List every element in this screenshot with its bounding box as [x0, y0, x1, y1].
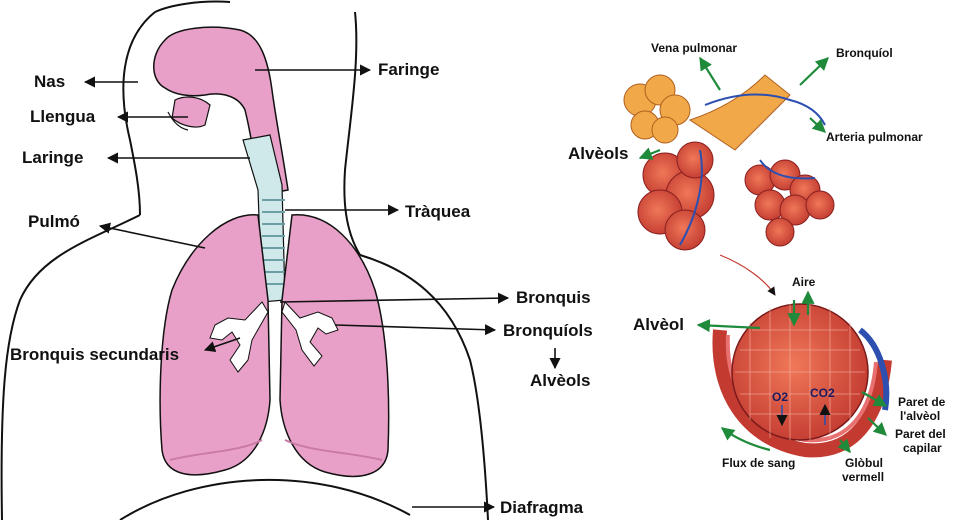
label-pulmo: Pulmó [28, 213, 80, 230]
alveolus-detail [719, 304, 886, 450]
label-bronquis: Bronquis [516, 289, 591, 306]
label-globul-1: Glòbul [845, 457, 883, 469]
label-nas: Nas [34, 73, 65, 90]
label-paret-capilar-1: Paret del [895, 428, 946, 440]
label-paret-alveol-2: l'alvèol [900, 410, 940, 422]
arrow-vena [700, 58, 720, 90]
alveoli-cluster [624, 75, 834, 295]
label-arteria-pulmonar: Arteria pulmonar [826, 131, 923, 143]
label-co2: CO2 [810, 387, 835, 399]
label-faringe: Faringe [378, 61, 439, 78]
label-aire: Aire [792, 276, 815, 288]
label-bronquiol: Bronquíol [836, 47, 893, 59]
label-alveols: Alvèols [530, 372, 590, 389]
arrow-bronquiol [800, 58, 828, 85]
label-traquea: Tràquea [405, 203, 470, 220]
label-vena-pulmonar: Vena pulmonar [651, 42, 737, 54]
lung-right [280, 215, 389, 477]
label-globul-2: vermell [842, 471, 884, 483]
label-alveols-top: Alvèols [568, 145, 628, 162]
arrow-pulmo [100, 226, 205, 248]
label-alveol: Alvèol [633, 316, 684, 333]
label-paret-capilar-2: capilar [903, 442, 942, 454]
label-o2: O2 [772, 391, 788, 403]
label-laringe: Laringe [22, 149, 83, 166]
label-bronquis-secundaris: Bronquis secundaris [10, 346, 179, 363]
label-bronquiols: Bronquíols [503, 322, 593, 339]
label-paret-alveol-1: Paret de [898, 396, 945, 408]
label-diafragma: Diafragma [500, 499, 583, 516]
label-llengua: Llengua [30, 108, 95, 125]
label-flux-de-sang: Flux de sang [722, 457, 795, 469]
